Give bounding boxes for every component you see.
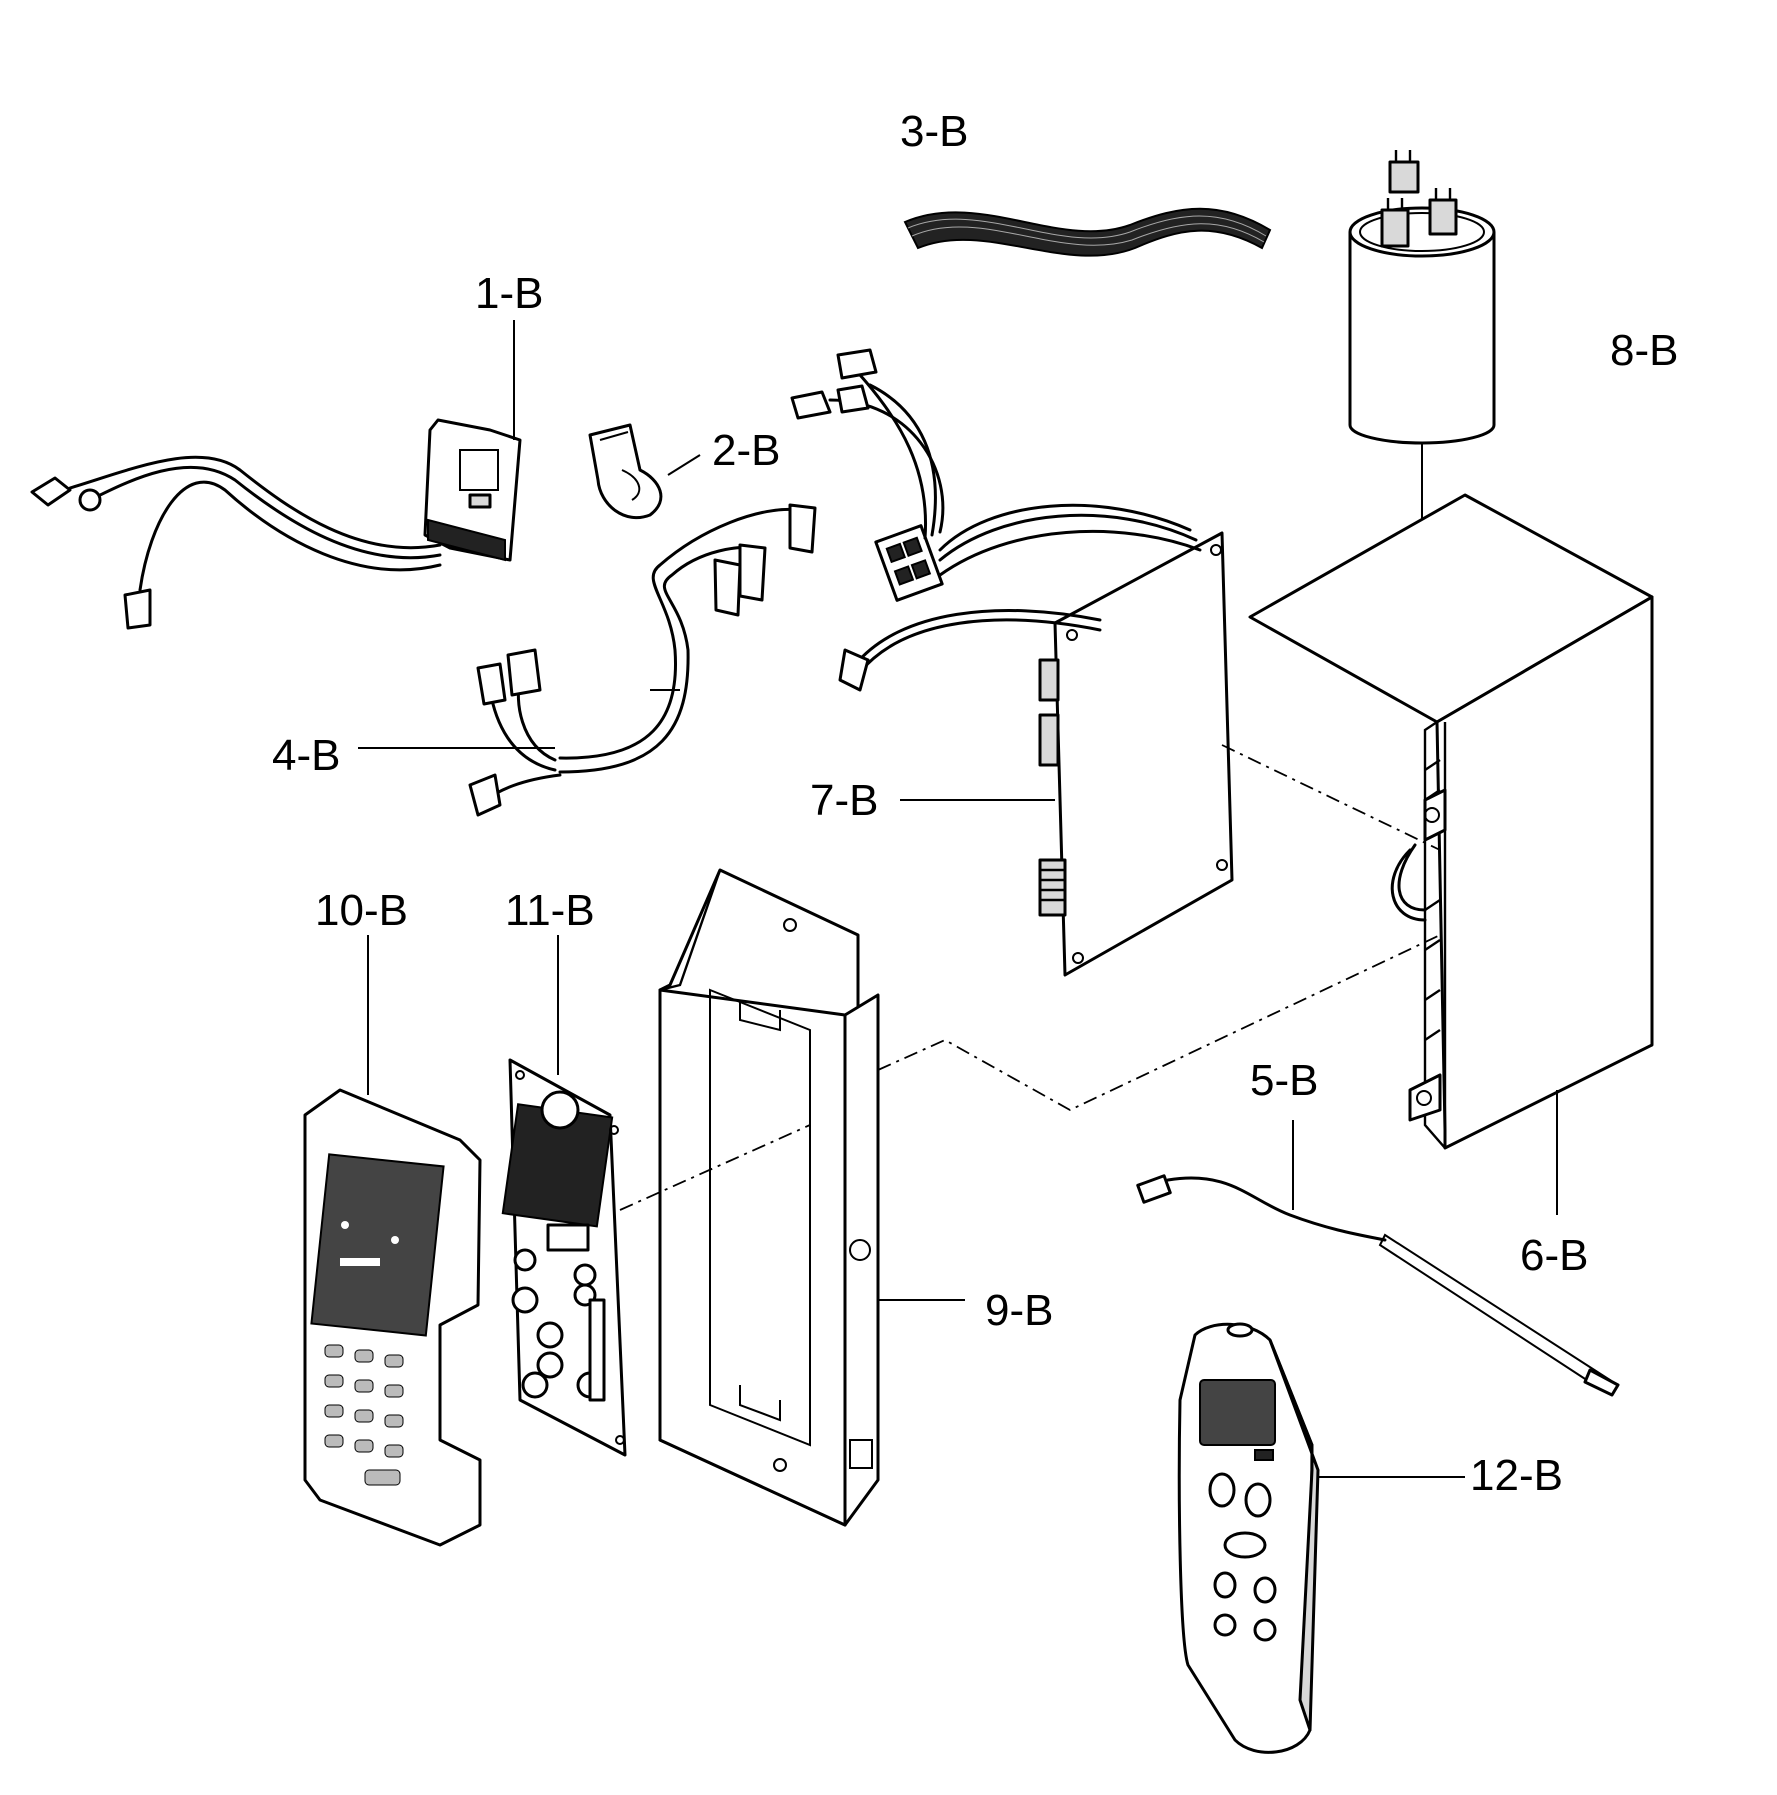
part-12-b-remote-control <box>1177 1322 1465 1754</box>
label-4-b: 4-B <box>272 731 340 780</box>
part-8-b-capacitor <box>1348 150 1496 520</box>
part-4-b-wire-harness <box>358 503 817 817</box>
part-7-b-pcb <box>900 531 1441 977</box>
part-7-b-wire-harness <box>790 348 1202 692</box>
part-2-b-clip <box>588 423 701 520</box>
label-11-b: 11-B <box>505 886 595 935</box>
part-3-b-ribbon-cable <box>903 207 1272 257</box>
part-11-b-display-pcb <box>501 935 627 1457</box>
label-9-b: 9-B <box>985 1286 1053 1335</box>
label-8-b: 8-B <box>1610 326 1678 375</box>
part-1-b-switch <box>30 320 522 630</box>
label-6-b: 6-B <box>1520 1231 1588 1280</box>
label-7-b: 7-B <box>810 776 878 825</box>
part-9-b-mounting-frame <box>619 868 1441 1527</box>
label-12-b: 12-B <box>1470 1451 1563 1500</box>
label-1-b: 1-B <box>475 269 543 318</box>
label-2-b: 2-B <box>712 426 780 475</box>
label-3-b: 3-B <box>900 107 968 156</box>
part-10-b-display-cover <box>303 935 482 1547</box>
part-6-b-control-box <box>1248 493 1654 1215</box>
label-10-b: 10-B <box>315 886 408 935</box>
part-5-b-sensor <box>1136 1120 1620 1397</box>
part-labels: 3-B 1-B 8-B 2-B 4-B 7-B 10-B 11-B 5-B 6-… <box>272 107 1678 1500</box>
label-5-b: 5-B <box>1250 1056 1318 1105</box>
